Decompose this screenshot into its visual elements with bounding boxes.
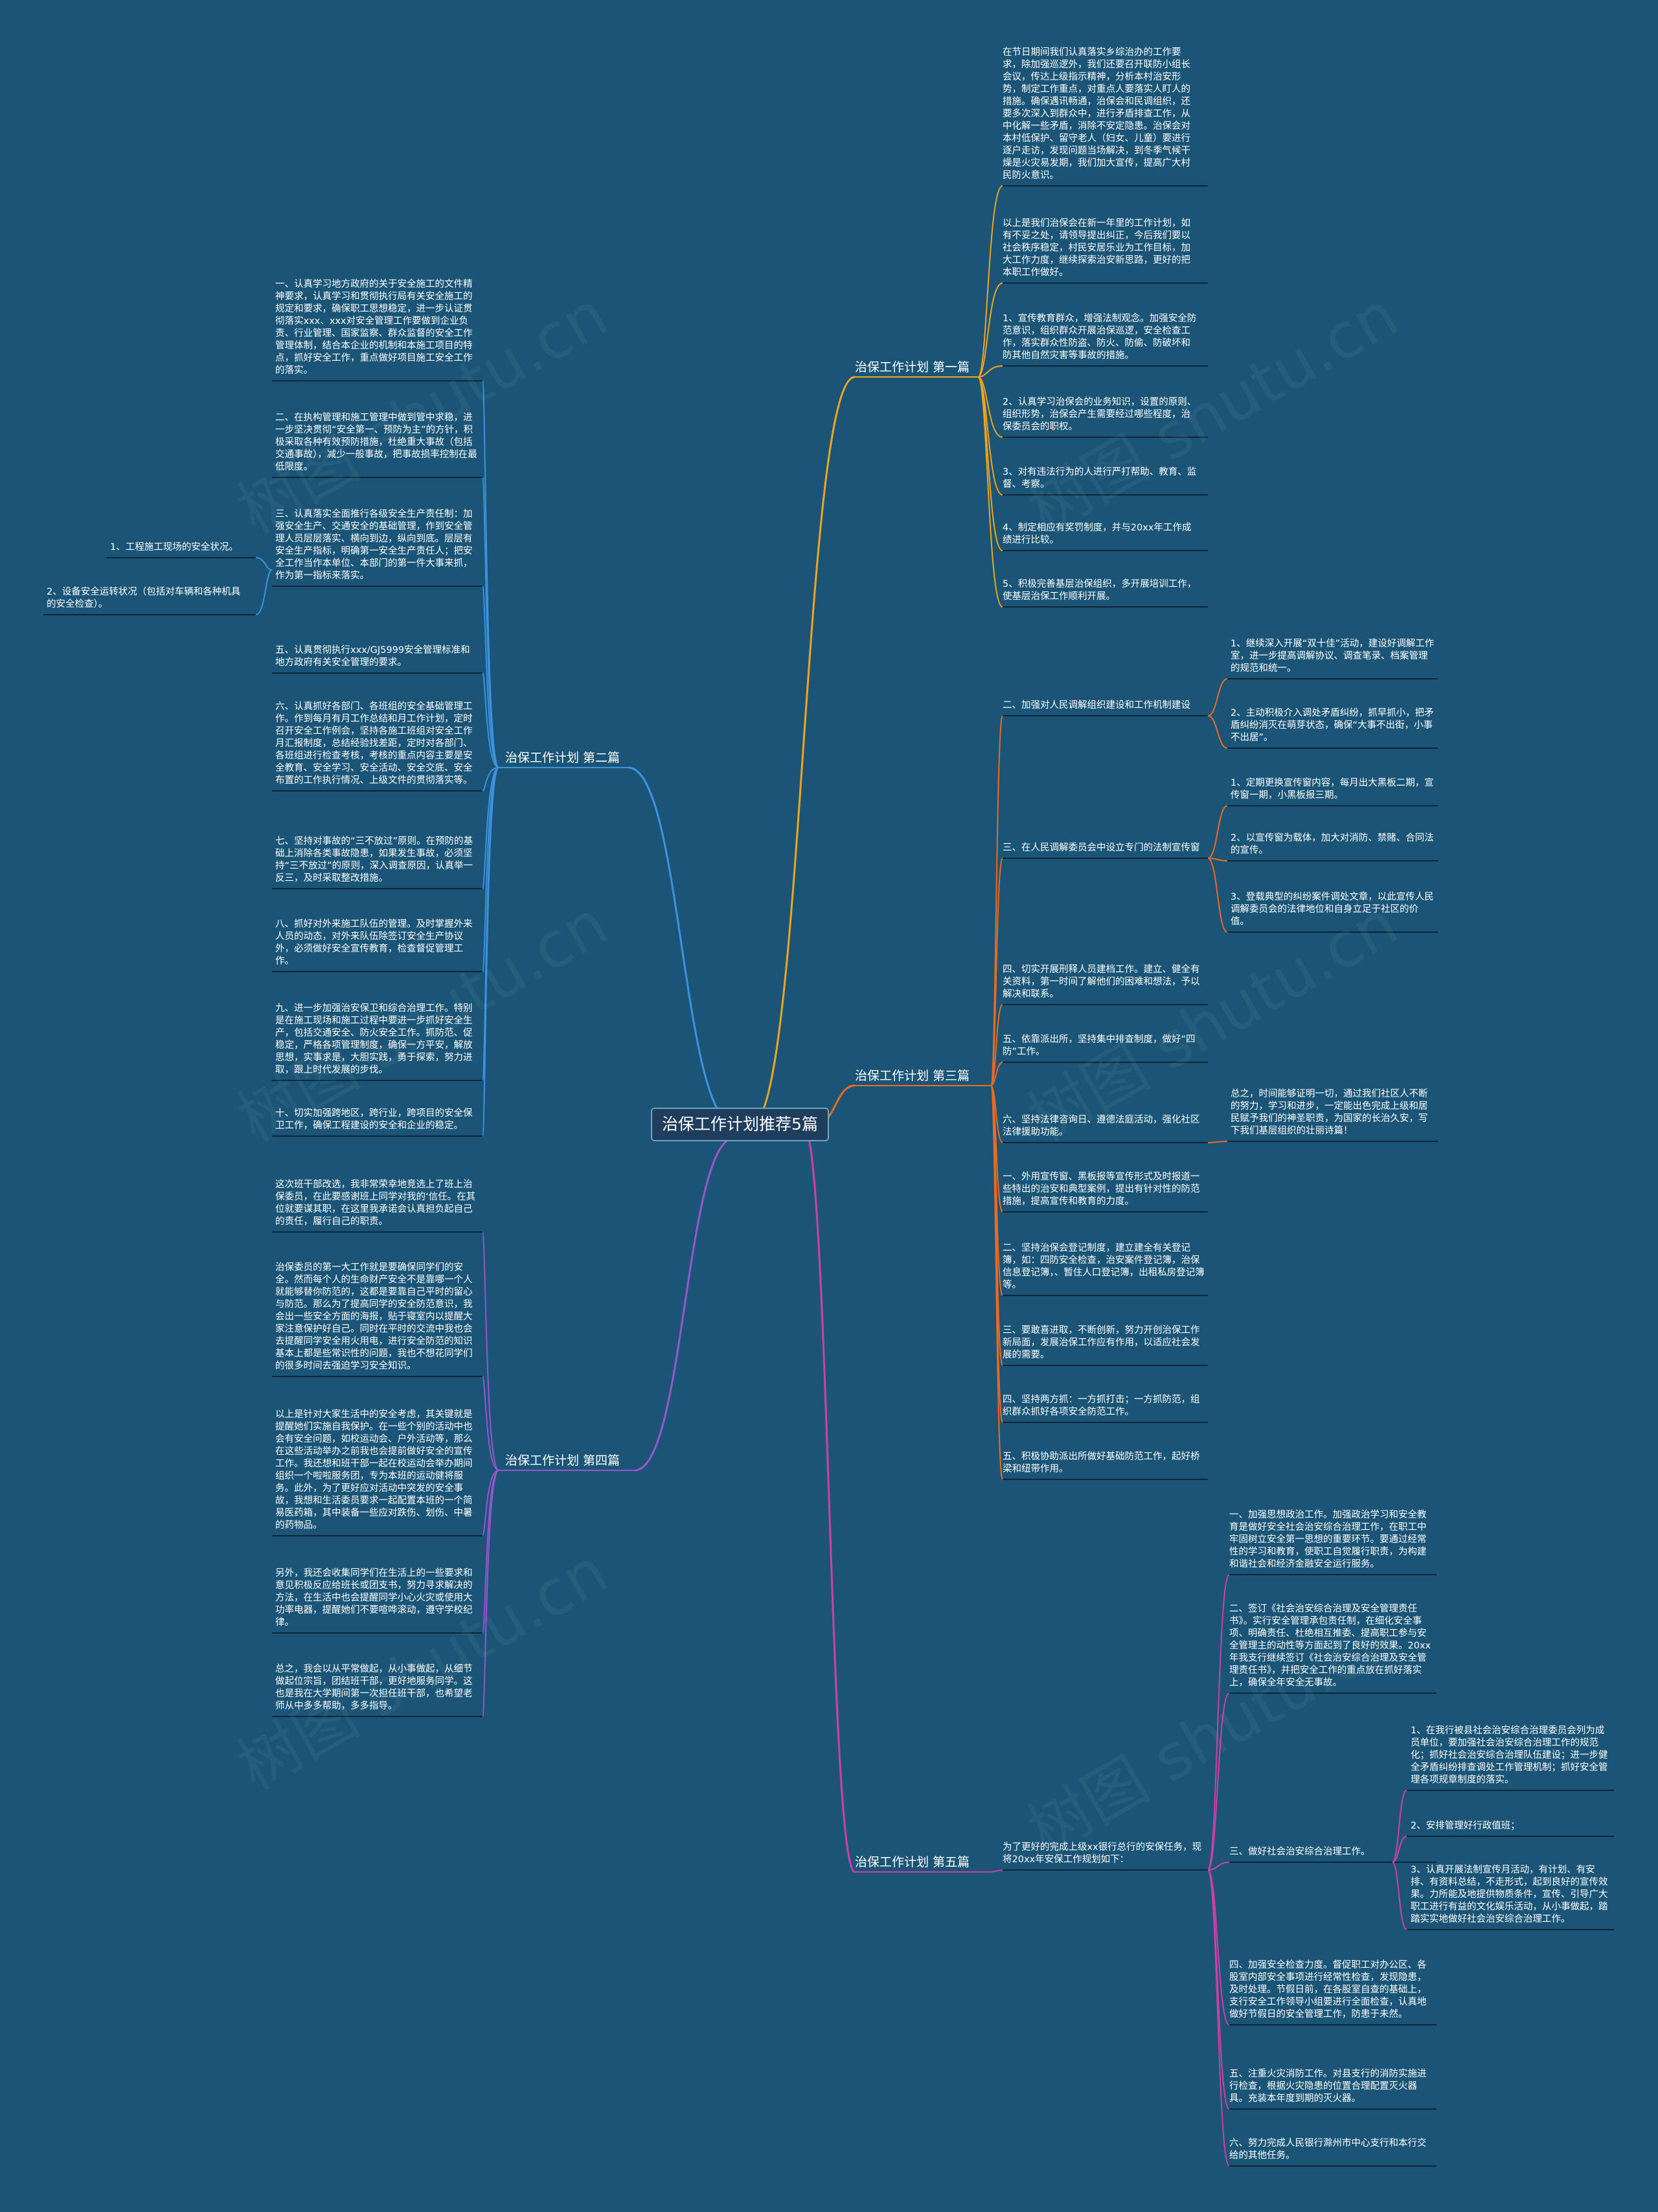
intro-b5[interactable]: 为了更好的完成上级xx银行总行的安保任务，现将20xx年安保工作规划如下：	[1003, 1842, 1202, 1865]
leaf-b2-4[interactable]: 六、认真抓好各部门、各班组的安全基础管理工作。作到每月有月工作总结和月工作计划，…	[275, 701, 473, 786]
leaf-b5-2-1[interactable]: 2、安排管理好行政值班；	[1411, 1821, 1520, 1831]
branch-label-1[interactable]: 治保工作计划 第一篇	[855, 360, 970, 374]
leaf-b3-9[interactable]: 五、积极协助派出所做好基础防范工作，起好桥梁和纽带作用。	[1003, 1452, 1200, 1474]
leaf-b5-1[interactable]: 二、签订《社会治安综合治理及安全管理责任书》。实行安全管理承包责任制，在细化安全…	[1229, 1604, 1431, 1688]
leaf-b5-2-2[interactable]: 3、认真开展法制宣传月活动，有计划、有安排、有资料总结，不走形式，起到良好的宣传…	[1411, 1865, 1608, 1924]
leaf-b1-2[interactable]: 1、宣传教育群众，增强法制观念。加强安全防范意识，组织群众开展治保巡逻，安全检查…	[1003, 314, 1197, 361]
leaf-b3-7[interactable]: 三、要敢喜进取，不断创新，努力开创治保工作新局面，发展治保工作应有作用，以适应社…	[1003, 1325, 1200, 1360]
leaf-b3-3[interactable]: 五、依靠派出所，坚持集中排查制度，做好“四防”工作。	[1003, 1034, 1196, 1057]
leaf-b4-3[interactable]: 另外，我还会收集同学们在生活上的一些要求和意见积极反应给班长或团支书，努力寻求解…	[275, 1568, 473, 1628]
leaf-b3-6[interactable]: 二、坚持治保会登记制度，建立建全有关登记簿，如：四防安全检查，治安案件登记簿，治…	[1003, 1243, 1205, 1290]
root-topic[interactable]: 治保工作计划推荐5篇	[651, 1108, 829, 1141]
leaf-b3-1-0[interactable]: 1、定期更换宣传窗内容，每月出大黑板二期，宣传窗一期，小黑板报三期。	[1231, 778, 1434, 801]
leaf-b3-0[interactable]: 二、加强对人民调解组织建设和工作机制建设	[1003, 700, 1190, 711]
branch-label-2[interactable]: 治保工作计划 第二篇	[505, 751, 620, 765]
leaf-b2-0[interactable]: 一、认真学习地方政府的关于安全施工的文件精神要求，认真学习和贯彻执行局有关安全施…	[275, 279, 473, 376]
leaf-b1-5[interactable]: 4、制定相应有奖罚制度，并与20xx年工作成绩进行比较。	[1003, 523, 1192, 545]
branch-label-4[interactable]: 治保工作计划 第四篇	[505, 1454, 620, 1468]
leaf-b2-6[interactable]: 八、抓好对外来施工队伍的管理。及时掌握外来人员的动态，对外来队伍除签订安全生产协…	[275, 919, 473, 966]
leaf-b1-6[interactable]: 5、积极完善基层治保组织，多开展培训工作，使基层治保工作顺利开展。	[1003, 579, 1197, 602]
leaf-b3-1-1[interactable]: 2、以宣传窗为载体，加大对消防、禁赌、合同法的宣传。	[1231, 833, 1434, 856]
leaf-b2-side-0[interactable]: 1、工程施工现场的安全状况。	[110, 542, 238, 553]
leaf-b4-4[interactable]: 总之，我会以从平常做起，从小事做起，从细节做起位宗旨，团结班干部，更好地服务同学…	[275, 1664, 473, 1711]
leaf-b5-5[interactable]: 六、努力完成人民银行滁州市中心支行和本行交给的其他任务。	[1229, 2138, 1427, 2161]
leaf-b3-4[interactable]: 六、坚持法律咨询日、遵德法庭活动，强化社区法律援助功能。	[1003, 1115, 1200, 1137]
leaf-b4-1[interactable]: 治保委员的第一大工作就是要确保同学们的安全。然而每个人的生命财产安全不是靠哪一个…	[275, 1262, 473, 1371]
leaf-b4-0[interactable]: 这次班干部改选，我非常荣幸地竞选上了班上治保委员，在此要感谢班上同学对我的‘信任…	[275, 1180, 476, 1227]
leaf-b2-3[interactable]: 五、认真贯彻执行xxx/GJ5999安全管理标准和地方政府有关安全管理的要求。	[275, 645, 470, 668]
leaf-b4-2[interactable]: 以上是针对大家生活中的安全考虑，其关键就是提醒她们实施自我保护。在一些个别的活动…	[275, 1409, 473, 1531]
leaf-b2-5[interactable]: 七、坚持对事故的“三不放过”原则。在预防的基础上消除各类事故隐患，如果发生事故，…	[275, 836, 473, 884]
leaf-b3-2[interactable]: 四、切实开展刑释人员建档工作。建立、健全有关资料，第一时间了解他们的困难和想法，…	[1003, 964, 1200, 999]
leaf-b1-4[interactable]: 3、对有违法行为的人进行严打帮助、教育、监督、考察。	[1003, 467, 1197, 490]
leaf-b2-8[interactable]: 十、切实加强跨地区，跨行业，跨项目的安全保卫工作，确保工程建设的安全和企业的稳定…	[275, 1108, 473, 1131]
leaf-b3-5[interactable]: 一、外用宣传窗、黑板报等宣传形式及时报道一些特出的治安和典型案例，提出有针对性的…	[1003, 1172, 1200, 1207]
leaf-b5-0[interactable]: 一、加强思想政治工作。加强政治学习和安全教育是做好安全社会治安综合治理工作，在职…	[1229, 1510, 1427, 1569]
leaf-b5-4[interactable]: 五、注重火灾消防工作。对县支行的消防实施进行检查，根据火灾隐患的位置合理配置灭火…	[1229, 2069, 1427, 2104]
leaf-b3-8[interactable]: 四、坚持两方抓：一方抓打击；一方抓防范，组织群众抓好各项安全防范工作。	[1003, 1395, 1200, 1417]
leaf-b3-4-0[interactable]: 总之，时间能够证明一切，通过我们社区人不断的努力，学习和进步，一定能出色完成上级…	[1231, 1089, 1428, 1136]
leaf-b2-7[interactable]: 九、进一步加强治安保卫和综合治理工作。特别是在施工现场和施工过程中要进一步抓好安…	[275, 1003, 473, 1075]
leaf-b5-2[interactable]: 三、做好社会治安综合治理工作。	[1229, 1847, 1370, 1857]
branch-label-5[interactable]: 治保工作计划 第五篇	[855, 1855, 970, 1869]
leaf-b3-0-1[interactable]: 2、主动积极介入调处矛盾纠纷，抓早抓小，把矛盾纠纷消灭在萌芽状态，确保“大事不出…	[1231, 708, 1434, 743]
leaf-b2-2[interactable]: 三、认真落实全面推行各级安全生产责任制：加强安全生产、交通安全的基础管理，作到安…	[275, 509, 473, 581]
leaf-b3-0-0[interactable]: 1、继续深入开展“双十佳”活动，建设好调解工作室，进一步提高调解协议、调查笔录、…	[1231, 639, 1435, 674]
leaf-b2-1[interactable]: 二、在执构管理和施工管理中做到管中求稳，进一步坚决贯彻“安全第一、预防为主”的方…	[275, 413, 477, 472]
leaf-b3-1-2[interactable]: 3、登载典型的纠纷案件调处文章，以此宣传人民调解委员会的法律地位和自身立足于社区…	[1231, 892, 1434, 927]
leaf-b5-3[interactable]: 四、加强安全检查力度。督促职工对办公区、各股室内部安全事项进行经常性检查，发现隐…	[1229, 1960, 1427, 2020]
leaf-b1-1[interactable]: 以上是我们治保会在新一年里的工作计划，如有不妥之处，请领导提出纠正，今后我们要以…	[1003, 218, 1190, 278]
leaf-b3-1[interactable]: 三、在人民调解委员会中设立专门的法制宣传窗	[1003, 843, 1200, 853]
leaf-b1-0[interactable]: 在节日期间我们认真落实乡综治办的工作要求，除加强巡逻外，我们还要召开联防小组长会…	[1003, 47, 1190, 181]
leaf-b1-3[interactable]: 2、认真学习治保会的业务知识，设置的原则、组织形势，治保会产生需要经过哪些程度，…	[1003, 397, 1197, 432]
leaf-b2-side-1[interactable]: 2、设备安全运转状况（包括对车辆和各种机具的安全检查）。	[47, 587, 241, 610]
branch-label-3[interactable]: 治保工作计划 第三篇	[855, 1069, 970, 1083]
leaf-b5-2-0[interactable]: 1、在我行被县社会治安综合治理委员会列为成员单位，要加强社会治安综合治理工作的规…	[1411, 1726, 1608, 1785]
